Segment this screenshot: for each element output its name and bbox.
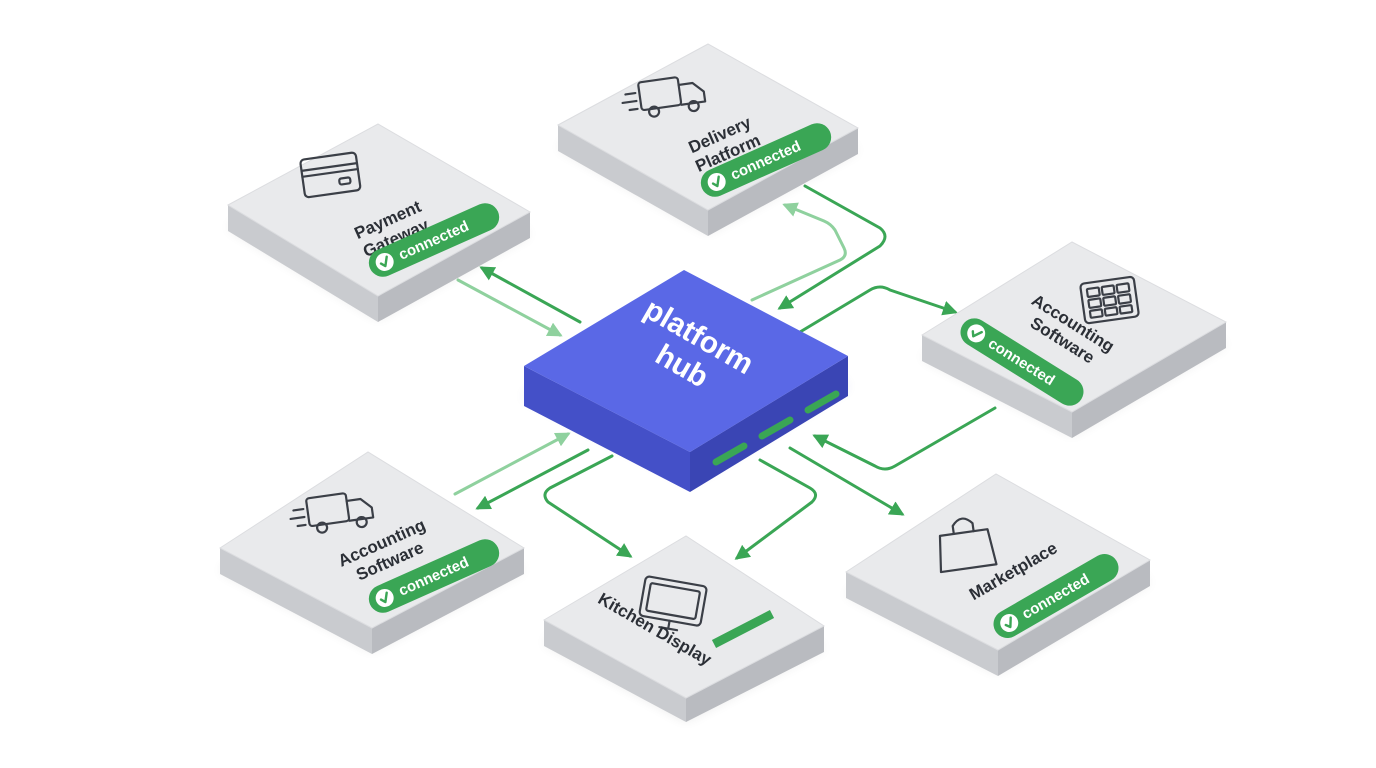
connector-hub-to-accounting-right (798, 285, 958, 334)
monitor-icon (638, 575, 708, 632)
hub-led-indicators (712, 390, 840, 466)
node-delivery-platform[interactable]: Delivery Platform connected (556, 43, 860, 236)
check-icon (971, 330, 983, 338)
delivery-truck-icon (621, 76, 707, 118)
node-payment-gateway[interactable]: Payment Gateway connected (226, 123, 532, 322)
node-accounting-software-left[interactable]: Accounting Software connected (219, 451, 526, 654)
credit-card-icon (299, 151, 362, 199)
check-icon (379, 255, 388, 268)
connector-hub-to-delivery (750, 202, 847, 302)
node-accounting-software-right[interactable]: Accounting Software connected (920, 241, 1228, 438)
connector-accounting-left-to-hub (453, 432, 571, 496)
delivery-truck-icon (289, 492, 375, 534)
connector-hub-to-payment (479, 266, 582, 324)
node-kitchen-display[interactable]: Kitchen Display (542, 535, 825, 722)
connector-lines (453, 184, 997, 560)
status-bar (711, 610, 775, 648)
connector-delivery-to-hub (777, 184, 887, 310)
connector-hub-to-kitchen (543, 454, 633, 558)
calculator-icon (1079, 275, 1140, 325)
check-icon (1004, 616, 1012, 629)
connector-hub-to-marketplace (788, 446, 905, 516)
platform-hub[interactable]: platform hub (524, 270, 848, 492)
connector-payment-to-hub (456, 278, 563, 337)
node-marketplace[interactable]: Marketplace connected (845, 473, 1152, 676)
shopping-bag-icon (938, 517, 998, 574)
check-icon (711, 175, 720, 188)
connector-kitchen-to-hub (734, 458, 817, 560)
connector-accounting-right-to-hub (812, 406, 997, 471)
check-icon (379, 591, 388, 604)
connector-hub-to-accounting-left (475, 448, 590, 510)
